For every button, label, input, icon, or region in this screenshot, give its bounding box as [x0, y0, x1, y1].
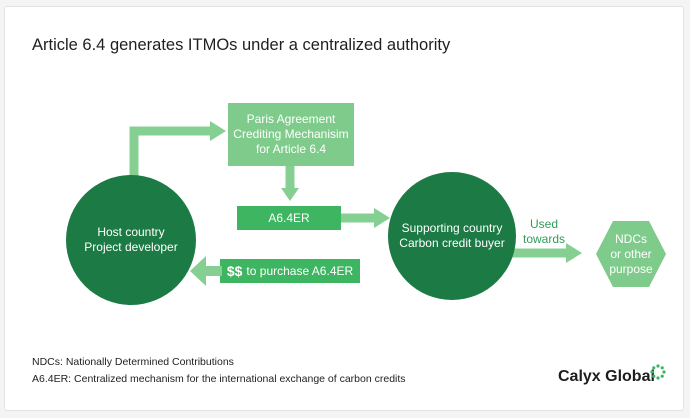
paris-line-1: Paris Agreement	[246, 112, 336, 126]
purchase-box	[220, 259, 360, 283]
host-line-2: Project developer	[84, 240, 178, 254]
support-line-2: Carbon credit buyer	[399, 236, 505, 250]
arrowhead-purchase	[190, 256, 206, 286]
paris-label: Paris Agreement Crediting Mechanisim for…	[228, 103, 354, 166]
ndc-line-1: NDCs	[615, 231, 647, 246]
used-line-1: Used	[529, 217, 558, 231]
legend-a64er: A6.4ER: Centralized mechanism for the in…	[32, 373, 406, 385]
a64er-label: A6.4ER	[268, 210, 310, 225]
page-title: Article 6.4 generates ITMOs under a cent…	[32, 36, 451, 54]
ndc-line-3: purpose	[609, 261, 653, 276]
paris-line-3: for Article 6.4	[255, 142, 327, 156]
support-label: Supporting country Carbon credit buyer	[388, 172, 516, 300]
used-line-2: towards	[522, 232, 566, 246]
paris-line-2: Crediting Mechanisim	[233, 127, 349, 141]
host-circle	[66, 175, 196, 305]
ndc-label: NDCs or other purpose	[596, 221, 666, 287]
dollar-symbol: $$	[226, 262, 243, 279]
paris-box	[228, 103, 354, 166]
arrowhead-paris-to-a64er	[281, 188, 299, 201]
host-line-1: Host country	[97, 225, 165, 239]
support-line-1: Supporting country	[401, 221, 503, 235]
arrow-host-to-paris	[129, 126, 212, 176]
a64er-box	[237, 206, 341, 230]
support-circle	[388, 172, 516, 300]
ndc-hexagon	[596, 221, 666, 287]
ring-of-dots-icon	[650, 364, 666, 380]
host-label: Host country Project developer	[66, 175, 196, 305]
brand-name: Calyx Global	[558, 368, 655, 385]
purchase-text: to purchase A6.4ER	[246, 263, 354, 278]
purchase-arrow-shaft	[204, 266, 222, 276]
arrowhead-support-to-ndc	[566, 243, 582, 263]
arrowhead-host-to-paris	[210, 121, 226, 141]
used-towards-label: Used towards	[516, 217, 572, 247]
purchase-label: $$ to purchase A6.4ER	[220, 259, 360, 283]
legend-ndc: NDCs: Nationally Determined Contribution…	[32, 356, 234, 368]
ndc-line-2: or other	[610, 246, 652, 261]
arrowhead-a64er-to-support	[374, 208, 390, 228]
